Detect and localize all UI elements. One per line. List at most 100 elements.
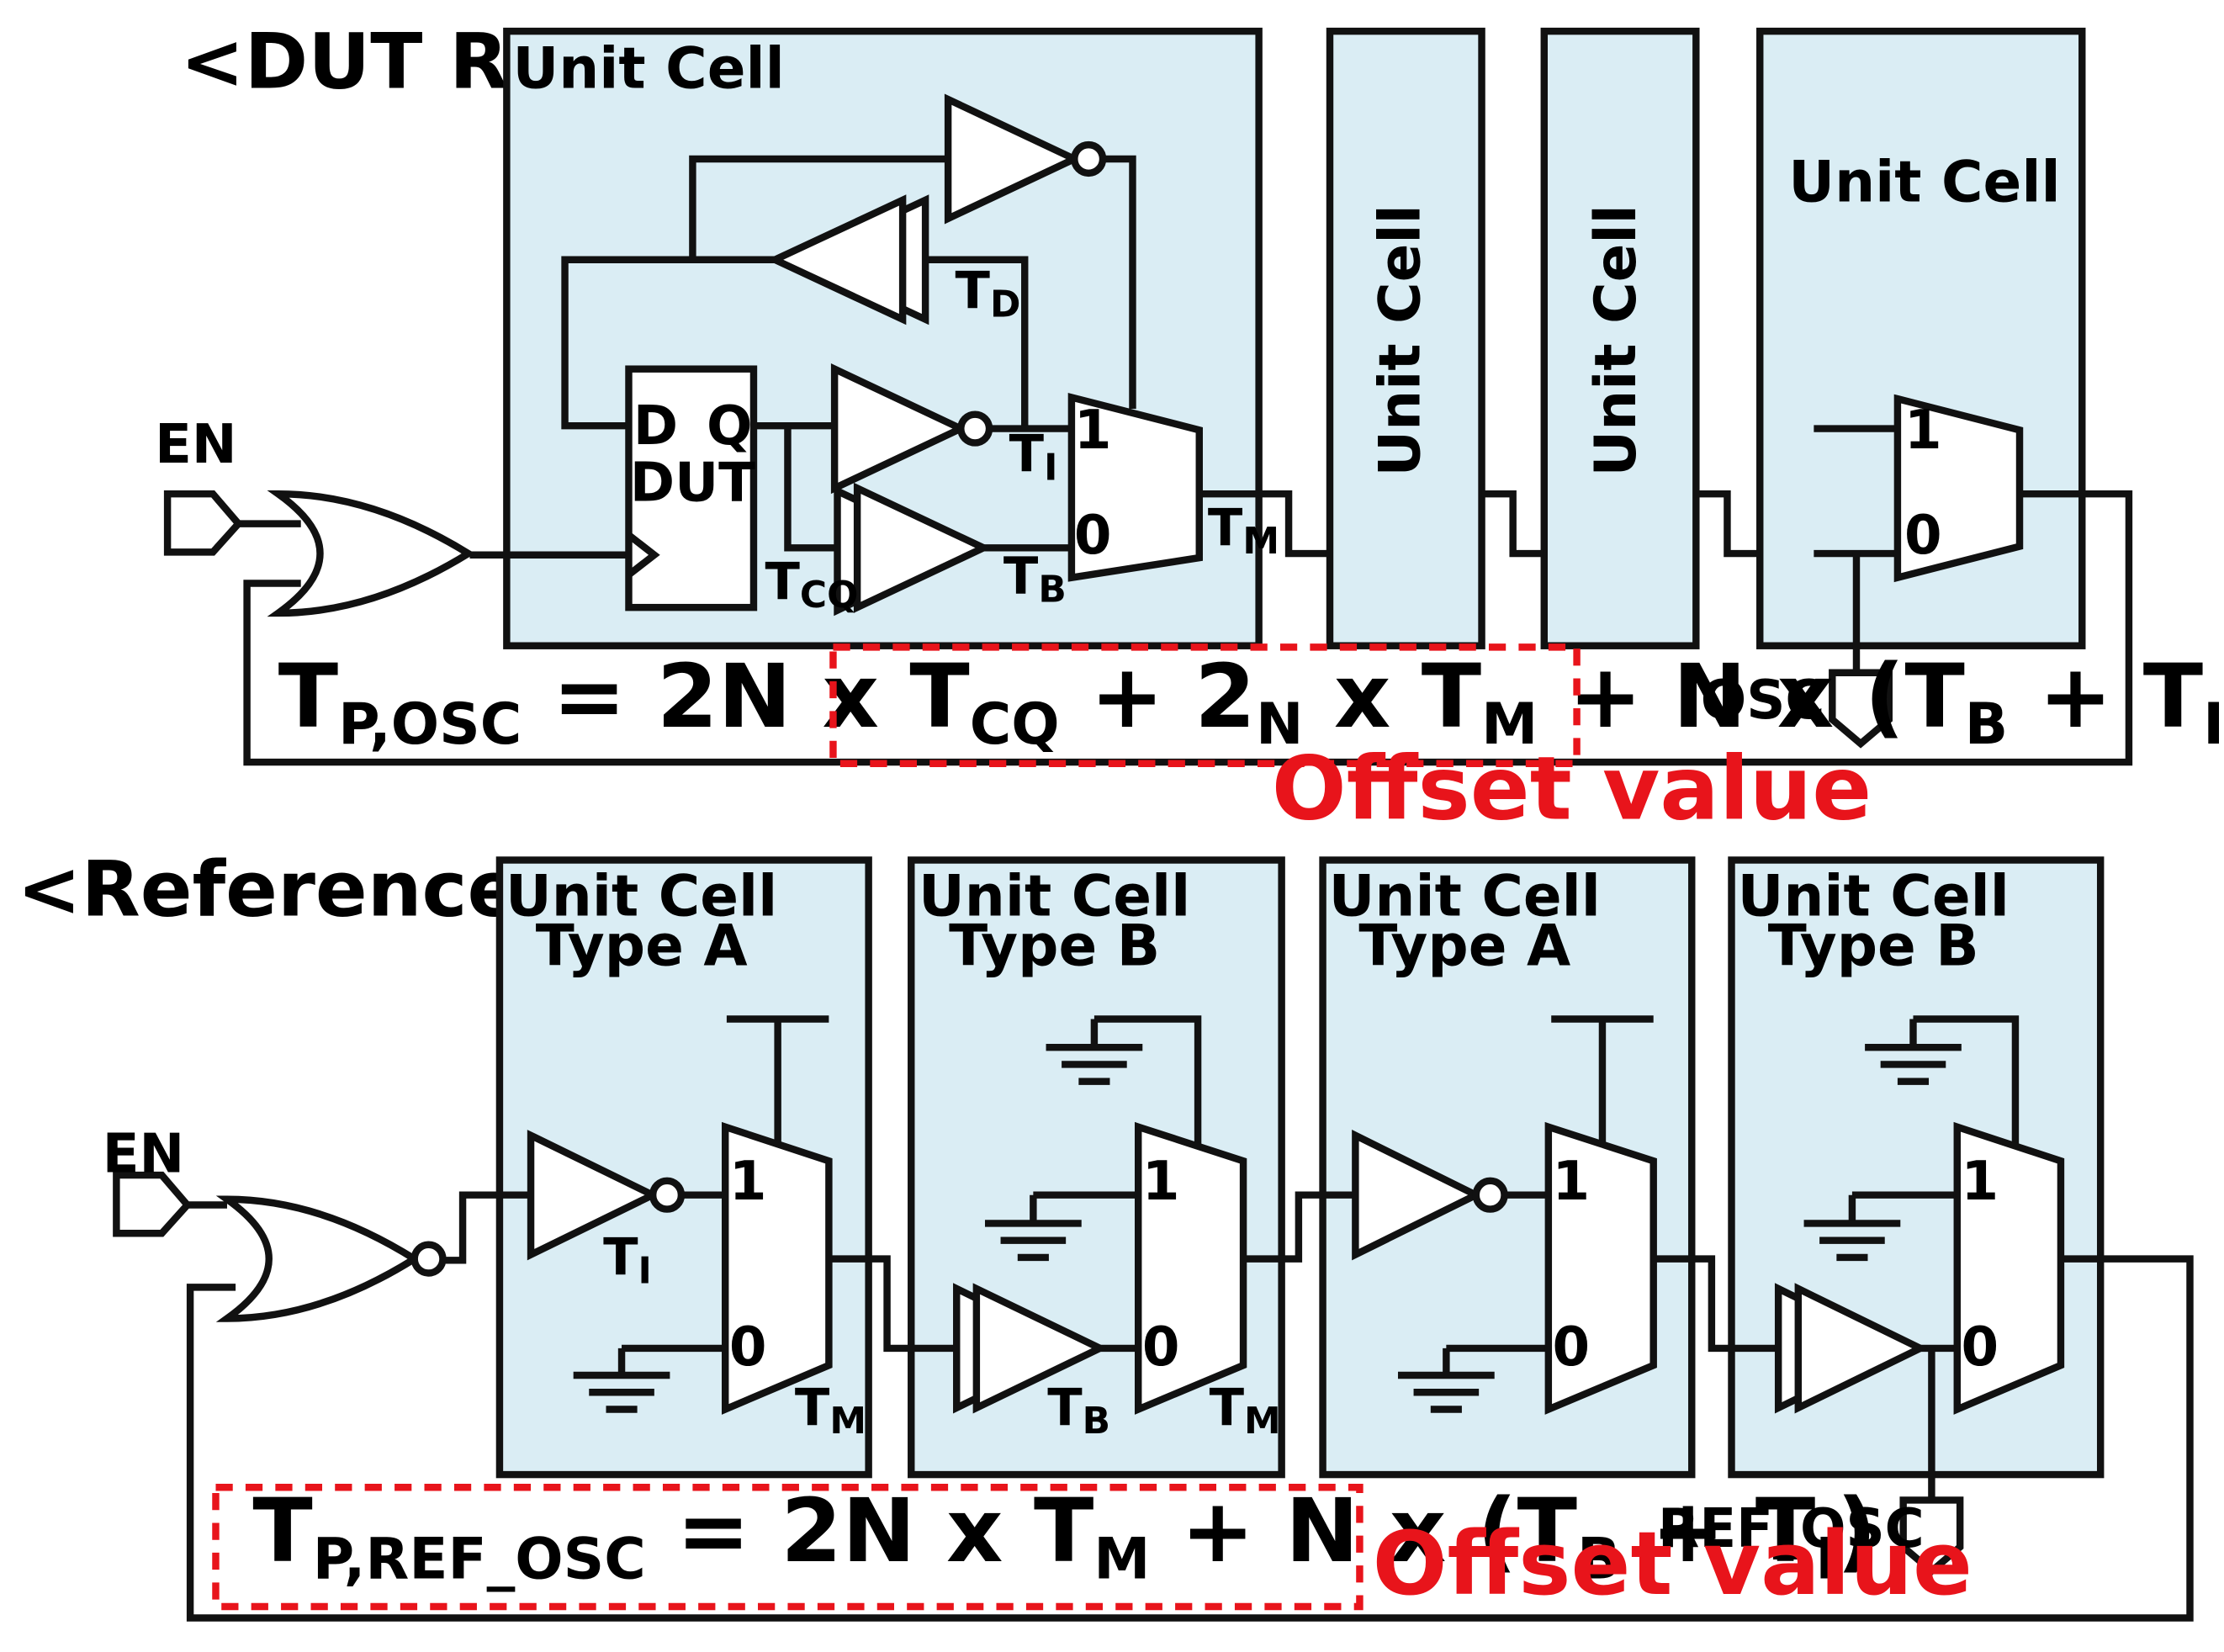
- ref-c1-tm-label: TM: [795, 1379, 866, 1443]
- ref-cell-3-title: Unit Cell: [1329, 862, 1601, 929]
- ref-cell-1-title: Unit Cell: [506, 862, 777, 929]
- ref-ground-icon-c1: [573, 1371, 670, 1413]
- dut-flipflop: [625, 365, 758, 612]
- ref-ground-icon-c4a: [1865, 1043, 1962, 1085]
- dut-mux-in1: 1: [1074, 399, 1112, 462]
- ref-offset-box: [212, 1484, 1364, 1611]
- dut-inverter-ti: [830, 363, 970, 495]
- ref-wire-c4-gnd2: [1848, 1191, 1957, 1224]
- dut-equation: TP,OSC = 2N x TCQ + 2N x TM + N x (TB + …: [278, 645, 2224, 757]
- dut-unit-cell-label: Unit Cell: [512, 35, 784, 102]
- dut-flipflop-label: DUT: [630, 452, 755, 515]
- ref-nor-gate: [215, 1195, 421, 1322]
- ref-wire-nor-out: [445, 1191, 532, 1264]
- ref-c1-mux-in1: 1: [729, 1150, 767, 1213]
- ref-c4-mux-in0: 0: [1961, 1316, 1999, 1379]
- ref-c1-inverter-bubble: [649, 1177, 686, 1213]
- dut-buffer-tb: [853, 482, 993, 613]
- dut-unit-cell-3-label: Unit Cell: [1582, 204, 1649, 476]
- dut-wire-mux-out: [1199, 490, 1330, 558]
- dut-wire-cell3-cell4: [1696, 490, 1761, 558]
- dut-wire-loop-top: [689, 155, 949, 260]
- dut-delay-buffer-td: [766, 194, 907, 326]
- ref-wire-c1-gnd: [617, 1344, 726, 1375]
- ref-wire-c3-gnd: [1443, 1344, 1549, 1375]
- dut-last-mux: [1893, 394, 2024, 583]
- ref-offset-label: Offset value: [1373, 1512, 1972, 1615]
- dut-or-gate: [267, 490, 475, 617]
- ref-c1-mux-in0: 0: [729, 1316, 767, 1379]
- dut-tcq-label: TCQ: [765, 553, 858, 617]
- ref-wire-c3-vdd: [1551, 1015, 1654, 1150]
- ref-wire-c2-out: [1243, 1191, 1356, 1263]
- ref-cell-3-type: Type A: [1358, 912, 1570, 978]
- ref-c3-mux: [1544, 1121, 1657, 1415]
- ref-wire-c2-gnd1: [1090, 1015, 1202, 1152]
- ref-osc-output-icon: [1899, 1496, 1964, 1576]
- dut-mux-in0: 0: [1074, 504, 1112, 567]
- ref-c3-inverter-bubble: [1472, 1177, 1508, 1213]
- dut-unit-cell-3-box: [1540, 27, 1700, 649]
- ref-c2-buffer: [972, 1283, 1109, 1414]
- dut-last-mux-in0: 0: [1904, 504, 1942, 567]
- ref-en-label: EN: [103, 1123, 184, 1186]
- ref-en-input-icon: [113, 1171, 193, 1237]
- ref-cell-1-type: Type A: [536, 912, 748, 978]
- dut-unit-cell-last-label: Unit Cell: [1788, 149, 2060, 215]
- ref-c2-tm-label: TM: [1210, 1379, 1281, 1443]
- ref-wire-return: [186, 1255, 2194, 1622]
- ref-c1-inverter: [527, 1130, 661, 1261]
- dut-en-input-icon: [163, 490, 244, 556]
- ref-ti-label: TI: [603, 1228, 652, 1292]
- dut-last-mux-in1: 1: [1904, 399, 1942, 462]
- dut-wire-cell2-cell3: [1481, 490, 1544, 558]
- ref-equation: TP,REF_OSC = 2N x TM + N x (TB + TI): [252, 1480, 1877, 1591]
- dut-tm-label: TM: [1208, 499, 1279, 563]
- ref-cell-2-title: Unit Cell: [919, 862, 1190, 929]
- dut-mux: [1067, 393, 1203, 582]
- ref-c3-mux-in0: 0: [1553, 1316, 1591, 1379]
- dut-unit-cell-2-box: [1326, 27, 1485, 649]
- ref-c4-mux-in1: 1: [1961, 1150, 1999, 1213]
- ref-wire-c1-out: [829, 1255, 957, 1353]
- ref-tb-label: TB: [1047, 1379, 1110, 1443]
- ref-ground-icon-c3: [1397, 1371, 1495, 1413]
- dut-pin-q: Q: [707, 394, 752, 458]
- dut-wire-return: [243, 490, 2133, 766]
- ref-c3-mux-in1: 1: [1553, 1150, 1591, 1213]
- dut-unit-cell-2-label: Unit Cell: [1366, 204, 1432, 476]
- ref-cell-2-type: Type B: [949, 912, 1160, 978]
- dut-osc-output-icon: [1829, 669, 1893, 749]
- dut-wire-feedback-top: [1103, 155, 1136, 409]
- dut-tb-label: TB: [1003, 547, 1067, 611]
- dut-flipflop-clock-icon: [626, 532, 660, 578]
- dut-en-label: EN: [155, 413, 236, 476]
- ref-c2-mux-in0: 0: [1142, 1316, 1180, 1379]
- dut-wire-q-bus: [784, 426, 838, 552]
- ref-ground-icon-c2b: [984, 1220, 1082, 1262]
- ref-wire-c4-gnd1: [1909, 1015, 2020, 1152]
- dut-offset-label: Offset value: [1272, 738, 1872, 840]
- ref-ground-icon-c4b: [1803, 1220, 1901, 1262]
- dut-osc-label: OSC: [1701, 669, 1825, 732]
- dut-td-label: TD: [956, 262, 1021, 326]
- ref-cell-4-title: Unit Cell: [1738, 862, 2010, 929]
- dut-offset-box: [829, 643, 1581, 767]
- ref-wire-c3-out: [1653, 1255, 1779, 1353]
- ref-c4-mux: [1953, 1121, 2065, 1415]
- ref-c1-mux: [721, 1121, 833, 1415]
- dut-pin-d: D: [633, 394, 678, 458]
- ref-wire-c2-gnd2: [1030, 1191, 1139, 1224]
- ref-osc-label: REF_OSC: [1658, 1497, 1925, 1560]
- ref-ground-icon-c2a: [1046, 1043, 1143, 1085]
- ref-c2-mux-in1: 1: [1142, 1150, 1180, 1213]
- ref-c3-inverter: [1352, 1130, 1485, 1261]
- ref-c4-buffer: [1794, 1283, 1929, 1414]
- dut-wire-td: [925, 256, 1029, 426]
- ref-nor-gate-bubble: [410, 1241, 447, 1277]
- dut-inverter-ti-bubble: [957, 410, 993, 447]
- dut-inverter-top-bubble: [1071, 140, 1107, 177]
- dut-inverter-top: [944, 93, 1083, 225]
- dut-wire-d-feed: [561, 256, 778, 430]
